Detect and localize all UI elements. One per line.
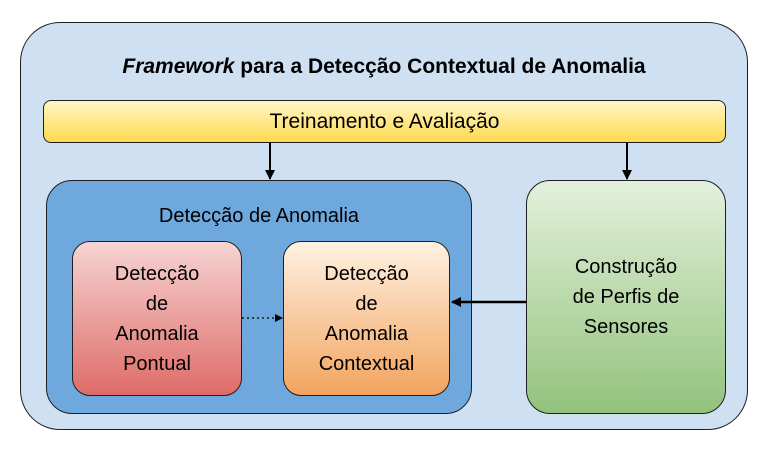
diagram-title: Framework para a Detecção Contextual de … [20,55,748,79]
anomaly-detection-label: Detecção de Anomalia [158,205,360,227]
contextual-anomaly-label: Detecção de Anomalia Contextual [318,262,415,375]
title-rest: para a Detecção Contextual de Anomalia [234,55,646,78]
point-anomaly-box: Detecção de Anomalia Pontual [72,241,242,396]
point-anomaly-label: Detecção de Anomalia Pontual [114,262,200,375]
contextual-anomaly-box: Detecção de Anomalia Contextual [283,241,450,396]
training-evaluation-box: Treinamento e Avaliação [43,100,726,143]
title-italic: Framework [122,55,235,78]
training-evaluation-label: Treinamento e Avaliação [269,109,500,133]
sensor-profiles-box: Construção de Perfis de Sensores [526,180,726,414]
sensor-profiles-label: Construção de Perfis de Sensores [572,256,680,338]
